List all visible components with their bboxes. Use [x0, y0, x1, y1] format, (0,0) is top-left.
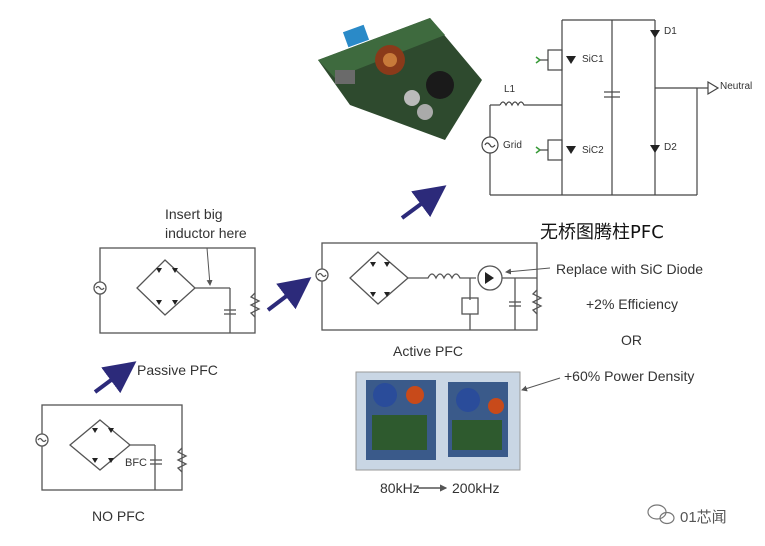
inductor-comparison-photo	[355, 371, 521, 471]
progress-arrow-1	[93, 361, 137, 394]
diode-bridge-icon	[68, 419, 132, 471]
no-pfc-circuit	[35, 404, 188, 491]
bridgeless-title: 无桥图腾柱PFC	[540, 222, 664, 243]
grid-label: Grid	[503, 140, 522, 151]
wechat-icon	[647, 504, 675, 525]
progress-arrow-3	[400, 185, 447, 220]
d1-label: D1	[664, 26, 677, 37]
freq-to-label: 200kHz	[452, 480, 500, 496]
insert-inductor-note: Insert big inductor here	[165, 206, 247, 241]
sic1-label: SiC1	[582, 54, 604, 65]
bfc-label: BFC	[125, 457, 147, 469]
l1-label: L1	[504, 84, 516, 95]
no-pfc-label: NO PFC	[92, 508, 145, 524]
resistor-icon	[176, 447, 188, 473]
efficiency-note: +2% Efficiency	[586, 296, 678, 312]
replace-sic-note: Replace with SiC Diode	[556, 261, 704, 277]
neutral-label: Neutral	[720, 81, 753, 92]
pcb-photo	[318, 18, 482, 140]
or-label: OR	[621, 332, 642, 348]
d2-label: D2	[664, 142, 677, 153]
active-pfc-circuit	[315, 242, 543, 331]
progress-arrow-2	[266, 277, 312, 312]
passive-pfc-circuit	[93, 247, 261, 334]
sic2-label: SiC2	[582, 145, 604, 156]
freq-from-label: 80kHz	[380, 480, 420, 496]
passive-pfc-label: Passive PFC	[137, 362, 218, 378]
mosfet-icon	[461, 297, 479, 315]
active-pfc-label: Active PFC	[393, 343, 464, 359]
inductor-icon	[408, 273, 476, 280]
density-note: +60% Power Density	[564, 368, 695, 384]
watermark: 01芯闻	[680, 509, 727, 526]
bridgeless-totem-pole-schematic	[481, 19, 720, 196]
